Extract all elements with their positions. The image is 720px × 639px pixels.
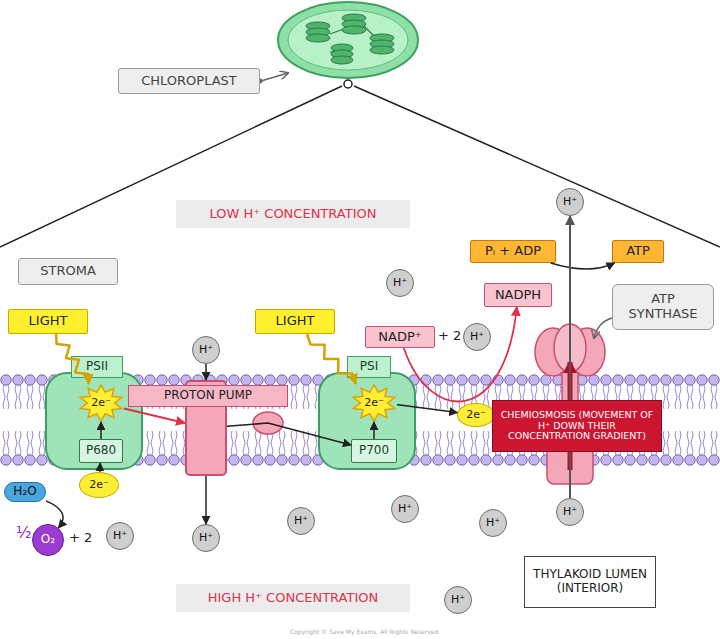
heading-box: PSII: [71, 356, 123, 378]
region-label: HIGH H⁺ CONCENTRATION: [176, 584, 410, 612]
light-box: LIGHT: [255, 309, 335, 334]
region-box: THYLAKOID LUMEN (INTERIOR): [524, 556, 656, 608]
molecule-box: NADPH: [484, 283, 552, 307]
ion-circle: H⁺: [386, 269, 414, 297]
node-text: CHLOROPLAST: [141, 74, 237, 89]
node-text: 2e⁻: [89, 479, 109, 492]
reaction-centre-box: P680: [79, 439, 123, 463]
node-text: P700: [359, 444, 389, 458]
node-text: ATP SYNTHASE: [625, 292, 701, 322]
region-label: LOW H⁺ CONCENTRATION: [176, 200, 410, 228]
node-text: H⁺: [393, 277, 407, 290]
node-text: H⁺: [451, 594, 465, 607]
water-pill: H₂O: [4, 482, 46, 502]
reaction-centre-box: P700: [351, 439, 397, 463]
node-text: LIGHT: [276, 314, 315, 329]
node-text: H⁺: [398, 503, 412, 516]
ion-circle: H⁺: [479, 509, 507, 537]
node-text: STROMA: [40, 264, 96, 279]
node-text: H⁺: [470, 331, 484, 344]
node-text: 2e⁻: [466, 409, 486, 422]
molecule-box: NADP⁺: [365, 326, 435, 348]
node-text: H⁺: [113, 530, 127, 543]
node-text: Pᵢ + ADP: [485, 244, 541, 259]
light-box: LIGHT: [8, 309, 88, 334]
equation-label: + 2: [438, 329, 461, 343]
node-text: 2e⁻: [364, 397, 384, 410]
connector-arrow: [205, 364, 207, 380]
leader-line: [594, 318, 612, 338]
node-text: 2e⁻: [91, 397, 111, 410]
node-text: O₂: [41, 533, 55, 547]
electron-star: 2e⁻: [78, 384, 124, 422]
node-text: HIGH H⁺ CONCENTRATION: [208, 591, 378, 606]
equation-label: + 2: [69, 531, 92, 545]
ion-circle: H⁺: [192, 524, 220, 552]
ion-circle: H⁺: [106, 522, 134, 550]
star-shape: [80, 385, 122, 421]
node-text: NADP⁺: [378, 330, 421, 345]
node-text: H⁺: [563, 506, 577, 519]
label-box: ATP SYNTHASE: [612, 284, 714, 330]
chemiosmosis-box: CHEMIOSMOSIS (MOVEMENT OF H⁺ DOWN THEIR …: [492, 400, 662, 452]
node-text: CHEMIOSMOSIS (MOVEMENT OF H⁺ DOWN THEIR …: [497, 410, 657, 443]
node-text: H⁺: [486, 517, 500, 530]
photosystem: PSI2e⁻P700: [318, 372, 416, 470]
ion-circle: H⁺: [556, 498, 584, 526]
node-text: H⁺: [294, 515, 308, 528]
connector-arrow: [205, 476, 207, 524]
proton-pump: PROTON PUMP: [185, 380, 227, 476]
node-text: H⁺: [563, 196, 577, 209]
chloroplast-illustration: [278, 2, 418, 78]
node-text: NADPH: [495, 288, 541, 303]
zoom-circle: [344, 80, 352, 88]
fraction-label: ½: [16, 524, 32, 542]
node-text: H⁺: [199, 532, 213, 545]
connector-arrow: [569, 216, 571, 498]
molecule-box: ATP: [612, 240, 664, 263]
node-text: THYLAKOID LUMEN (INTERIOR): [529, 568, 651, 596]
leader-line: [261, 73, 288, 81]
label-box: CHLOROPLAST: [118, 68, 260, 94]
connector-arrow: [404, 307, 517, 401]
electron-circle: 2e⁻: [79, 472, 119, 498]
ion-circle: H⁺: [556, 188, 584, 216]
label-box: STROMA: [18, 258, 118, 285]
molecule-box: Pᵢ + ADP: [470, 240, 556, 263]
node-text: P680: [86, 444, 116, 458]
node-text: ATP: [626, 244, 650, 259]
ion-circle: H⁺: [444, 586, 472, 614]
ion-circle: H⁺: [463, 323, 491, 351]
connector-arrow: [551, 263, 615, 269]
node-text: LIGHT: [29, 314, 68, 329]
ion-circle: H⁺: [287, 507, 315, 535]
electron-carrier: [253, 412, 283, 434]
ion-circle: H⁺: [391, 495, 419, 523]
node-text: LOW H⁺ CONCENTRATION: [210, 207, 377, 222]
star-shape: [353, 385, 395, 421]
heading-box: PSI: [347, 356, 391, 378]
watermark: Copyright © Save My Exams. All Rights Re…: [290, 629, 438, 636]
oxygen-circle: O₂: [32, 524, 64, 556]
ion-circle: H⁺: [192, 336, 220, 364]
electron-star: 2e⁻: [351, 384, 397, 422]
node-text: H₂O: [13, 485, 36, 499]
electron-circle: 2e⁻: [457, 403, 495, 427]
node-text: H⁺: [199, 344, 213, 357]
heading-box: PROTON PUMP: [128, 385, 288, 407]
